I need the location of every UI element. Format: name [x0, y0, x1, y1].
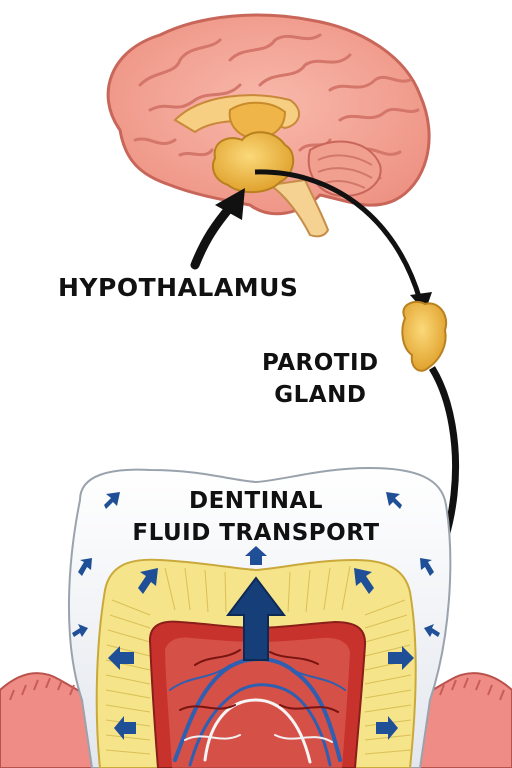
label-dentinal-line1: DENTINAL: [188, 488, 323, 514]
label-parotid-gland: PAROTID GLAND: [262, 347, 379, 411]
tooth-cross-section: [0, 466, 512, 768]
flow-arrow-icon: [424, 624, 440, 637]
flow-arrow-icon: [376, 716, 398, 740]
parotid-gland: [401, 300, 448, 372]
flow-arrow-icon: [138, 568, 158, 594]
flow-arrow-icon: [72, 624, 88, 637]
pathway-arrow: [254, 169, 423, 301]
label-parotid-line2: GLAND: [274, 382, 367, 408]
label-hypothalamus: HYPOTHALAMUS: [58, 273, 299, 302]
brain-illustration: [106, 13, 431, 238]
flow-arrow-icon: [114, 716, 136, 740]
flow-arrow-icon: [104, 492, 120, 509]
flow-arrow-icon: [245, 546, 267, 565]
flow-arrow-icon: [354, 568, 374, 594]
flow-arrow-icon: [78, 558, 92, 576]
flow-arrow-icon: [388, 646, 414, 670]
pathway-arrow: [190, 200, 237, 270]
pathway-arrow-head: [215, 188, 245, 220]
flow-arrow-icon: [386, 492, 402, 509]
flow-arrow-icon: [225, 576, 287, 661]
label-dentinal-fluid-transport: DENTINAL FLUID TRANSPORT: [118, 485, 394, 549]
flow-arrows: [72, 492, 440, 740]
label-dentinal-line2: FLUID TRANSPORT: [132, 520, 380, 546]
hypothalamus-gland: [211, 131, 295, 194]
flow-arrow-icon: [420, 558, 434, 576]
flow-arrow-icon: [108, 646, 134, 670]
label-parotid-line1: PAROTID: [262, 350, 379, 376]
